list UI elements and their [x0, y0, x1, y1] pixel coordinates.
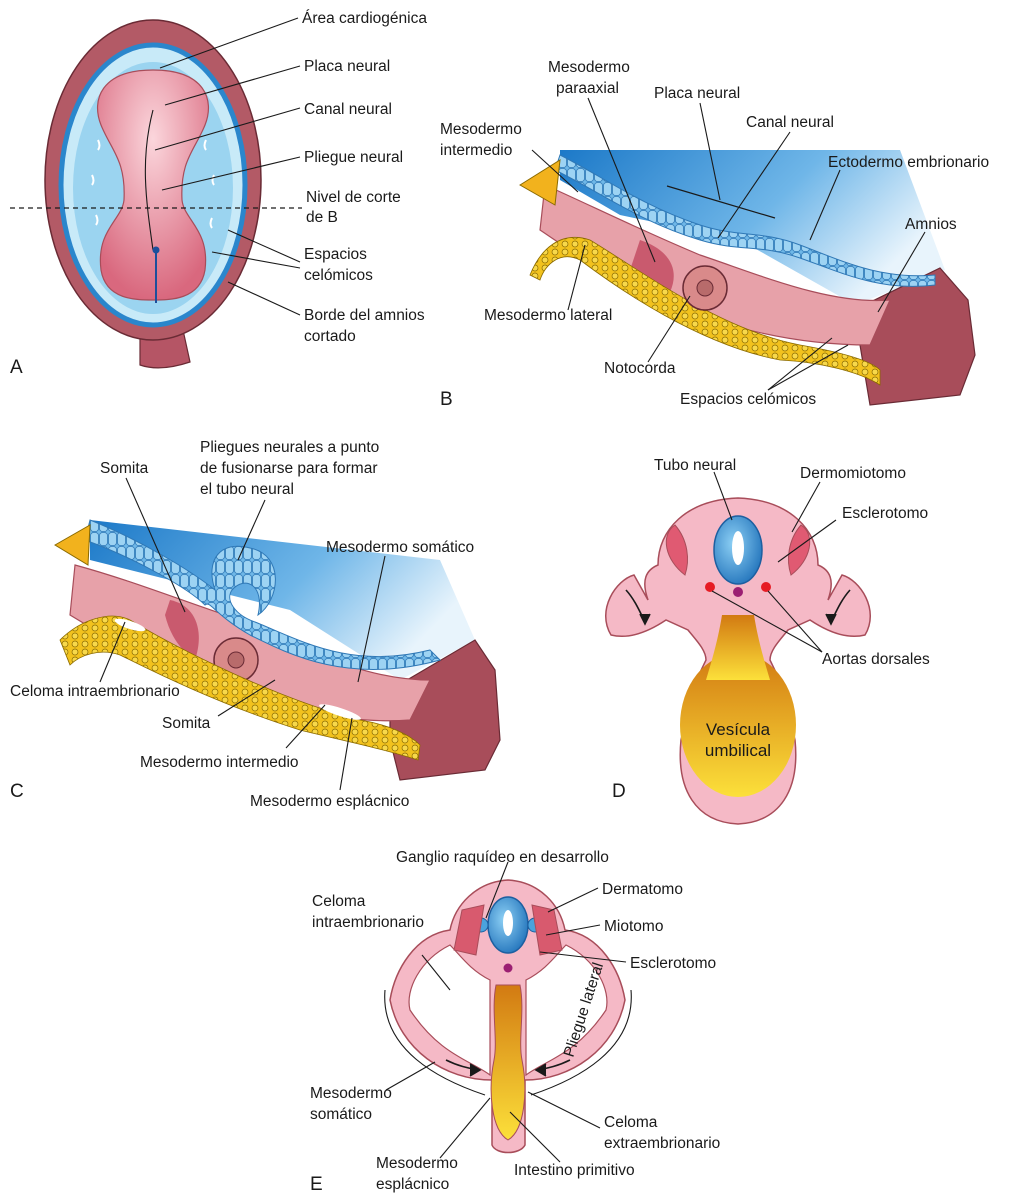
- label-celoma-intra-2: intraembrionario: [312, 914, 424, 931]
- panel-c: Pliegues neurales a punto de fusionarse …: [10, 439, 500, 810]
- panel-d: Tubo neural Dermomiotomo Esclerotomo Aor…: [606, 457, 930, 824]
- label-borde-2: cortado: [304, 328, 356, 345]
- label-celoma-intraembrionario-c: Celoma intraembrionario: [10, 683, 180, 700]
- label-mesodermo-intermedio-1: Mesodermo: [440, 121, 522, 138]
- label-pliegue-neural-a: Pliegue neural: [304, 149, 403, 166]
- panel-letter-c: C: [10, 781, 24, 802]
- label-dermatomo: Dermatomo: [602, 881, 683, 898]
- panel-e: Pliegue lateral Ganglio raquídeo en desa…: [310, 849, 720, 1195]
- label-mesodermo-somatico-c: Mesodermo somático: [326, 539, 474, 556]
- label-pliegues-2: de fusionarse para formar: [200, 460, 377, 477]
- label-pliegues-3: el tubo neural: [200, 481, 294, 498]
- aorta-right: [761, 582, 771, 592]
- label-canal-neural-a: Canal neural: [304, 101, 392, 118]
- label-mesodermo-esplacnico-e-2: esplácnico: [376, 1176, 449, 1193]
- label-nivel-corte-2: de B: [306, 209, 338, 226]
- label-espacios-celomicos-b: Espacios celómicos: [680, 391, 816, 408]
- label-tubo-neural: Tubo neural: [654, 457, 736, 474]
- label-aortas-dorsales: Aortas dorsales: [822, 651, 930, 668]
- label-mesodermo-esplacnico-e-1: Mesodermo: [376, 1155, 458, 1172]
- label-celoma-intra-1: Celoma: [312, 893, 366, 910]
- panel-letter-a: A: [10, 357, 23, 378]
- panel-letter-b: B: [440, 389, 453, 410]
- gut-e: [491, 985, 525, 1140]
- primitive-node-a: [153, 247, 160, 254]
- label-esclerotomo-e: Esclerotomo: [630, 955, 716, 972]
- panel-b: Mesodermo paraaxial Placa neural Canal n…: [440, 59, 989, 410]
- notochord-e: [504, 964, 513, 973]
- label-somita-bottom: Somita: [162, 715, 211, 732]
- panel-a: Área cardiogénica Placa neural Canal neu…: [10, 10, 427, 378]
- label-dermomiotomo: Dermomiotomo: [800, 465, 906, 482]
- label-notocorda: Notocorda: [604, 360, 676, 377]
- label-espacios-2: celómicos: [304, 267, 373, 284]
- label-pliegues-1: Pliegues neurales a punto: [200, 439, 379, 456]
- label-mesodermo-intermedio-2: intermedio: [440, 142, 512, 159]
- label-mesodermo-intermedio-c: Mesodermo intermedio: [140, 754, 299, 771]
- panel-letter-d: D: [612, 781, 626, 802]
- label-mesodermo-somatico-e-2: somático: [310, 1106, 372, 1123]
- label-somita-top: Somita: [100, 460, 149, 477]
- label-esclerotomo-d: Esclerotomo: [842, 505, 928, 522]
- label-canal-neural-b: Canal neural: [746, 114, 834, 131]
- label-borde-1: Borde del amnios: [304, 307, 425, 324]
- label-mesodermo-paraaxial-1: Mesodermo: [548, 59, 630, 76]
- label-mesodermo-somatico-e-1: Mesodermo: [310, 1085, 392, 1102]
- label-celoma-extra-2: extraembrionario: [604, 1135, 720, 1152]
- label-celoma-extra-1: Celoma: [604, 1114, 658, 1131]
- label-mesodermo-paraaxial-2: paraaxial: [556, 80, 619, 97]
- label-mesodermo-lateral: Mesodermo lateral: [484, 307, 612, 324]
- label-intestino-primitivo: Intestino primitivo: [514, 1162, 635, 1179]
- label-vesicula-1: Vesícula: [706, 720, 771, 739]
- label-miotomo: Miotomo: [604, 918, 663, 935]
- aorta-left: [705, 582, 715, 592]
- label-mesodermo-esplacnico-c: Mesodermo esplácnico: [250, 793, 409, 810]
- notochord-d: [733, 587, 743, 597]
- label-amnios: Amnios: [905, 216, 957, 233]
- label-ectodermo-embrionario: Ectodermo embrionario: [828, 154, 989, 171]
- left-yolk-c: [55, 525, 90, 565]
- label-espacios-1: Espacios: [304, 246, 367, 263]
- panel-letter-e: E: [310, 1174, 323, 1195]
- left-yolk-b: [520, 160, 560, 205]
- label-area-cardiogenica: Área cardiogénica: [302, 10, 427, 27]
- label-vesicula-2: umbilical: [705, 741, 771, 760]
- label-ganglio: Ganglio raquídeo en desarrollo: [396, 849, 609, 866]
- label-placa-neural-a: Placa neural: [304, 58, 390, 75]
- label-nivel-corte-1: Nivel de corte: [306, 189, 401, 206]
- label-placa-neural-b: Placa neural: [654, 85, 740, 102]
